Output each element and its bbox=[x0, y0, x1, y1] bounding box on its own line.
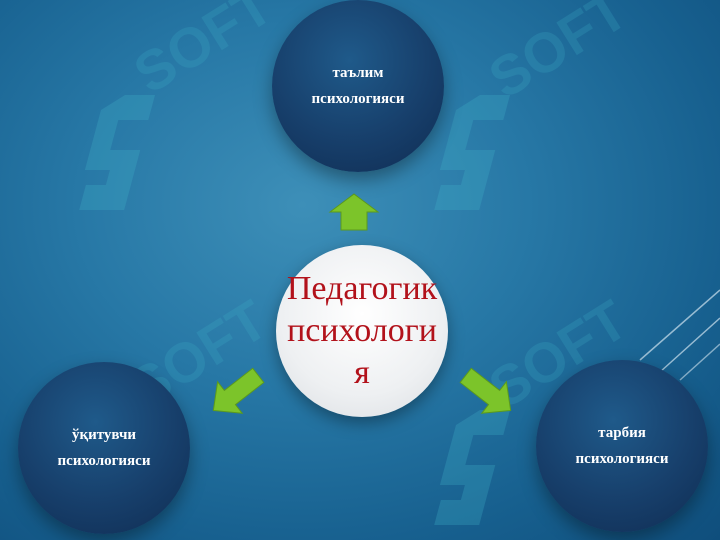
node-left-line-2: психологияси bbox=[57, 453, 151, 469]
watermark-logo-icon bbox=[434, 95, 510, 210]
node-center-line-1: Педагогик bbox=[286, 270, 438, 307]
watermark-logo-icon bbox=[79, 95, 155, 210]
node-left-label: ўқитувчи психологияси bbox=[58, 422, 151, 474]
node-center-line-2: психологи bbox=[287, 312, 437, 349]
node-top-line-2: психологияси bbox=[311, 91, 405, 107]
arrow-down-left-icon bbox=[212, 367, 265, 414]
node-right: тарбия психологияси bbox=[536, 360, 708, 532]
node-center-label: Педагогик психологи я bbox=[287, 268, 437, 394]
arrow-down-right-icon bbox=[459, 367, 512, 414]
node-top-label: таълим психологияси bbox=[312, 60, 405, 112]
node-left-line-1: ўқитувчи bbox=[71, 427, 137, 443]
node-right-line-2: психологияси bbox=[575, 451, 669, 467]
node-right-label: тарбия психологияси bbox=[576, 420, 669, 472]
node-right-line-1: тарбия bbox=[598, 425, 646, 441]
node-center: Педагогик психологи я bbox=[276, 245, 448, 417]
node-top-line-1: таълим bbox=[332, 65, 384, 81]
watermark-logo-icon bbox=[434, 410, 510, 525]
node-top: таълим психологияси bbox=[272, 0, 444, 172]
arrow-up-icon bbox=[328, 193, 380, 231]
node-center-line-3: я bbox=[354, 354, 370, 391]
node-left: ўқитувчи психологияси bbox=[18, 362, 190, 534]
